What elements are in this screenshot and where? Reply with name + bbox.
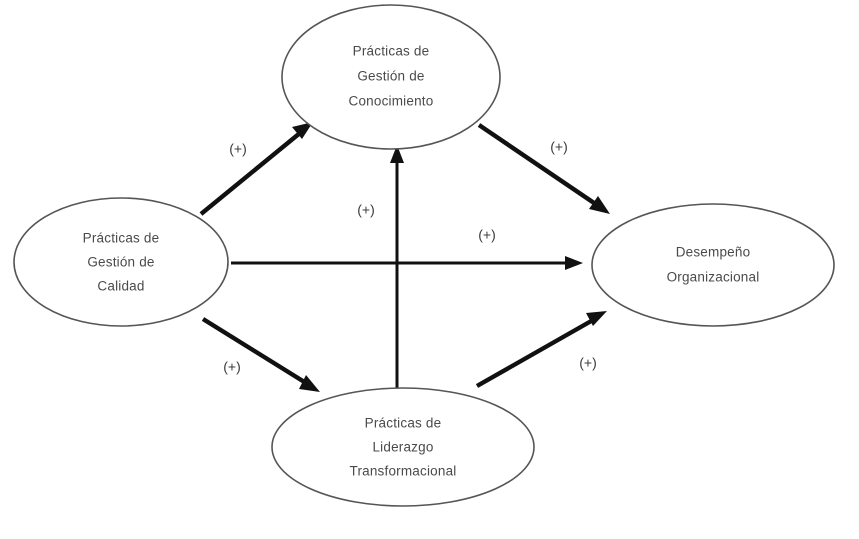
edge-liderazgo-to-conocimiento-arrowhead <box>390 145 404 163</box>
node-gestion-calidad-shape[interactable] <box>13 197 229 327</box>
node-gestion-conocimiento-line-3: Conocimiento <box>349 94 434 109</box>
node-desempeno-organizacional-shape[interactable] <box>591 203 835 327</box>
node-desempeno-organizacional-line-2: Organizacional <box>667 270 760 285</box>
edge-label-calidad-to-liderazgo: (+) <box>223 359 241 375</box>
node-gestion-conocimiento-shape[interactable] <box>281 4 501 150</box>
edge-liderazgo-to-conocimiento: (+) <box>357 145 404 392</box>
edge-conocimiento-to-desempeno-line <box>477 123 599 207</box>
node-gestion-conocimiento-line-1: Prácticas de <box>353 44 430 59</box>
edge-calidad-to-conocimiento-arrowhead <box>292 122 313 139</box>
node-gestion-conocimiento-line-2: Gestión de <box>357 69 424 84</box>
node-liderazgo-transformacional-line-3: Transformacional <box>350 464 457 479</box>
edge-liderazgo-to-desempeno: (+) <box>475 311 607 388</box>
edge-label-liderazgo-to-conocimiento: (+) <box>357 202 375 218</box>
node-gestion-calidad-line-3: Calidad <box>97 279 144 294</box>
node-gestion-calidad-line-2: Gestión de <box>87 255 154 270</box>
edge-label-conocimiento-to-desempeno: (+) <box>550 139 568 155</box>
edge-calidad-to-liderazgo: (+) <box>201 317 320 392</box>
edge-label-calidad-to-desempeno: (+) <box>478 227 496 243</box>
node-liderazgo-transformacional-shape[interactable] <box>271 387 535 507</box>
edge-label-calidad-to-conocimiento: (+) <box>229 141 247 157</box>
node-gestion-conocimiento[interactable]: Prácticas de Gestión de Conocimiento <box>281 4 501 150</box>
node-liderazgo-transformacional-line-1: Prácticas de <box>365 416 442 431</box>
node-desempeno-organizacional[interactable]: Desempeño Organizacional <box>591 203 835 327</box>
edge-calidad-to-conocimiento-line <box>199 131 302 216</box>
edge-liderazgo-to-desempeno-arrowhead <box>586 311 607 326</box>
edge-liderazgo-to-desempeno-line <box>475 318 595 388</box>
edge-calidad-to-desempeno-arrowhead <box>565 256 583 270</box>
node-liderazgo-transformacional[interactable]: Prácticas de Liderazgo Transformacional <box>271 387 535 507</box>
edge-calidad-to-liderazgo-line <box>201 317 308 385</box>
edge-label-liderazgo-to-desempeno: (+) <box>579 355 597 371</box>
edge-calidad-to-desempeno: (+) <box>231 227 583 270</box>
node-liderazgo-transformacional-line-2: Liderazgo <box>372 440 433 455</box>
node-gestion-calidad-line-1: Prácticas de <box>83 231 160 246</box>
node-desempeno-organizacional-line-1: Desempeño <box>676 245 751 260</box>
edge-calidad-to-liderazgo-arrowhead <box>299 375 320 392</box>
edge-calidad-to-conocimiento: (+) <box>199 122 313 216</box>
edge-conocimiento-to-desempeno-arrowhead <box>589 196 610 214</box>
node-gestion-calidad[interactable]: Prácticas de Gestión de Calidad <box>13 197 229 327</box>
edge-conocimiento-to-desempeno: (+) <box>477 123 610 214</box>
